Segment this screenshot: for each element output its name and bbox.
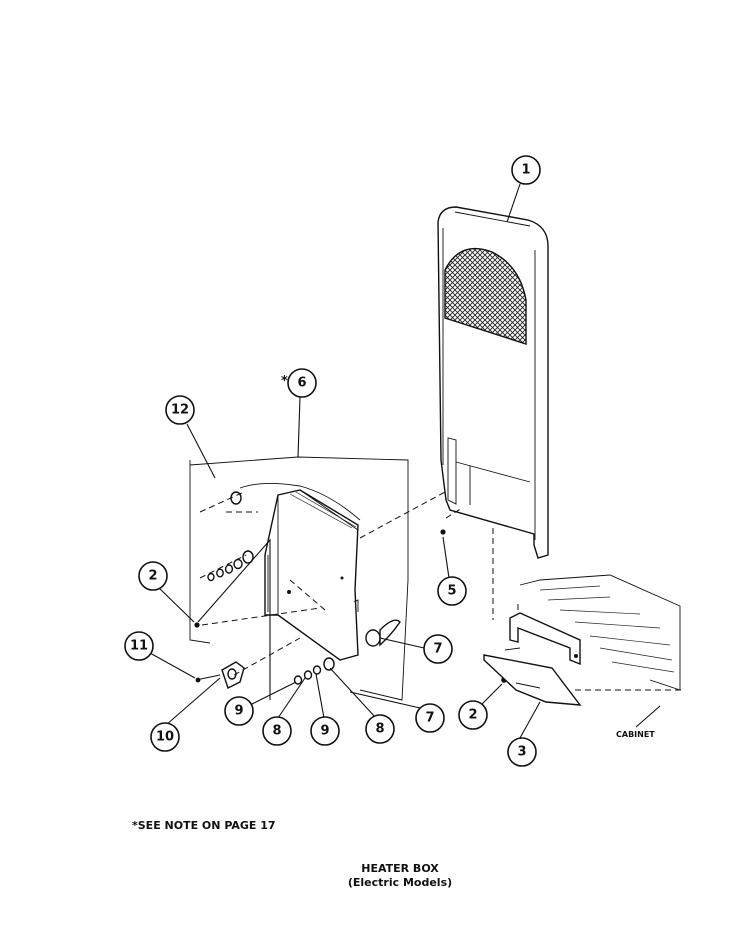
heater-box-outline <box>189 456 409 701</box>
svg-text:5: 5 <box>447 584 456 599</box>
svg-text:9: 9 <box>320 724 329 739</box>
terminal-hardware-lower <box>293 619 401 685</box>
callout-10: 10 <box>150 722 180 752</box>
callout-8-right: 8 <box>365 714 395 744</box>
asterisk-marker: * <box>281 374 288 389</box>
svg-text:6: 6 <box>297 376 306 391</box>
callout-6: 6 <box>287 368 317 398</box>
svg-text:10: 10 <box>156 730 174 745</box>
callout-9-right: 9 <box>310 716 340 746</box>
svg-text:2: 2 <box>148 569 157 584</box>
cabinet <box>517 574 685 691</box>
callout-2-right: 2 <box>458 700 488 730</box>
svg-text:8: 8 <box>272 724 281 739</box>
rear-panel <box>437 206 549 559</box>
diagram-subtitle: (Electric Models) <box>347 876 453 889</box>
alignment-lines <box>199 491 494 676</box>
callout-1: 1 <box>511 155 541 185</box>
thermostat <box>195 661 245 689</box>
callout-12: 12 <box>165 395 195 425</box>
svg-text:7: 7 <box>425 711 434 726</box>
svg-text:7: 7 <box>433 642 442 657</box>
cabinet-label: CABINET <box>616 730 655 739</box>
svg-text:1: 1 <box>521 163 530 178</box>
callout-9-left: 9 <box>224 696 254 726</box>
svg-text:8: 8 <box>375 722 384 737</box>
svg-text:3: 3 <box>517 745 526 760</box>
callout-11: 11 <box>124 631 154 661</box>
callout-3: 3 <box>507 737 537 767</box>
leader-lines <box>149 183 661 739</box>
diagram-title: HEATER BOX <box>361 862 439 875</box>
callout-7-upper: 7 <box>423 634 453 664</box>
callout-7-lower: 7 <box>415 703 445 733</box>
diagram-title-block: HEATER BOX (Electric Models) <box>300 862 500 890</box>
screws <box>194 529 507 683</box>
heater-element <box>230 483 361 661</box>
vent-grille <box>444 247 527 345</box>
callout-2-left: 2 <box>138 561 168 591</box>
svg-text:11: 11 <box>130 639 148 654</box>
mounting-bracket <box>483 612 582 706</box>
svg-text:2: 2 <box>468 708 477 723</box>
callout-8-left: 8 <box>262 716 292 746</box>
svg-text:9: 9 <box>234 704 243 719</box>
callout-5: 5 <box>437 576 467 606</box>
svg-text:12: 12 <box>171 403 189 418</box>
terminal-hardware-upper <box>207 550 254 582</box>
page-note: *SEE NOTE ON PAGE 17 <box>132 819 276 832</box>
